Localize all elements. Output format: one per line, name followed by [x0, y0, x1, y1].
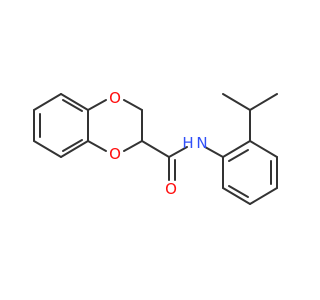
oxygen-atom-top: O	[109, 89, 121, 107]
oxygen-atom-carbonyl: O	[165, 180, 177, 198]
molecule-structure: O O O N H	[0, 0, 300, 300]
benzo-ring	[33, 93, 89, 158]
phenyl-ring	[222, 140, 278, 205]
nitrogen-atom: N	[196, 134, 207, 152]
oxygen-atom-bottom: O	[109, 145, 121, 163]
amide-hydrogen: H	[182, 134, 193, 152]
isopropyl-group	[222, 93, 278, 142]
dioxane-ring	[87, 99, 143, 152]
structure-canvas: O O O N H	[0, 0, 300, 300]
amide-group	[141, 140, 224, 181]
background	[0, 0, 300, 300]
